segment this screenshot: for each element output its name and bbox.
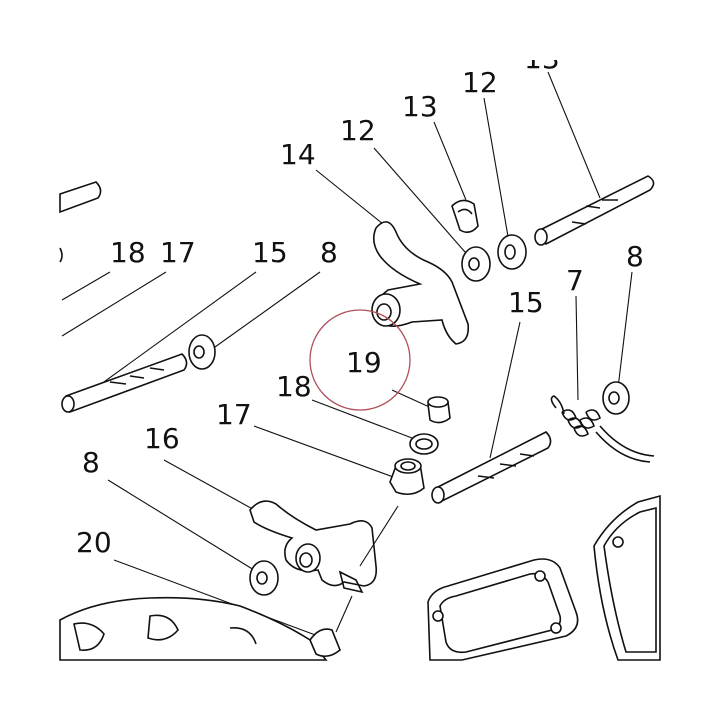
shaft-part-15-left [61, 353, 188, 414]
washer-part-12-mid [461, 246, 491, 282]
leader-18 [311, 399, 413, 439]
leader-8-bottom [107, 479, 255, 571]
label-8-right: 8 [626, 240, 644, 273]
clip-part-13 [451, 199, 479, 234]
label-8-left: 8 [320, 236, 338, 269]
washer-part-12-upper [497, 234, 527, 270]
label-8-bottom: 8 [82, 446, 100, 479]
label-18-left: 18 [110, 236, 146, 269]
label-18: 18 [276, 370, 312, 403]
washer-part-8-bottom [249, 560, 279, 596]
leader-17 [253, 425, 397, 479]
shaft-partial-left [59, 181, 102, 263]
label-12-mid: 12 [340, 114, 376, 147]
leader-8-right [617, 271, 633, 389]
label-15-left: 15 [252, 236, 288, 269]
leader-18-left [61, 271, 111, 301]
leader-14 [315, 169, 389, 229]
housing-part-20 [59, 596, 341, 661]
leader-15-left [89, 271, 257, 393]
part-labels: 13 12 13 12 14 18 17 15 8 8 19 18 15 7 1… [76, 42, 644, 559]
leader-12-mid [373, 147, 473, 261]
label-16: 16 [144, 422, 180, 455]
shaft-part-15-right [431, 431, 552, 504]
leader-13 [433, 121, 467, 201]
leader-lines [61, 71, 633, 637]
label-7: 7 [566, 264, 584, 297]
label-17-left: 17 [160, 236, 196, 269]
label-12-top: 12 [462, 66, 498, 99]
leader-7 [575, 295, 579, 401]
crop-mask-top [500, 30, 580, 60]
rocker-arm-part-16 [249, 500, 399, 633]
washer-part-8-left [188, 334, 216, 370]
label-19: 19 [346, 346, 382, 379]
leader-17-left [61, 271, 167, 337]
shaft-part-13-upper [534, 175, 655, 246]
washer-part-8-right [602, 381, 630, 415]
label-13: 13 [402, 90, 438, 123]
leader-20 [113, 559, 319, 637]
label-15-right: 15 [508, 286, 544, 319]
spring-part-7 [550, 395, 655, 463]
rocker-arm-part-14 [371, 221, 470, 345]
cap-part-19 [427, 396, 451, 424]
leader-13-top [547, 71, 601, 199]
ring-part-18 [409, 433, 439, 455]
leader-12-top [483, 97, 511, 249]
leader-8-left [207, 271, 321, 353]
label-14: 14 [280, 138, 316, 171]
label-20: 20 [76, 526, 112, 559]
bushing-part-17 [389, 458, 425, 496]
label-17: 17 [216, 398, 252, 431]
leader-15-right [489, 321, 521, 459]
highlight-circle-19 [309, 309, 411, 411]
gasket-frame-right [427, 494, 661, 661]
leader-16 [163, 459, 259, 513]
